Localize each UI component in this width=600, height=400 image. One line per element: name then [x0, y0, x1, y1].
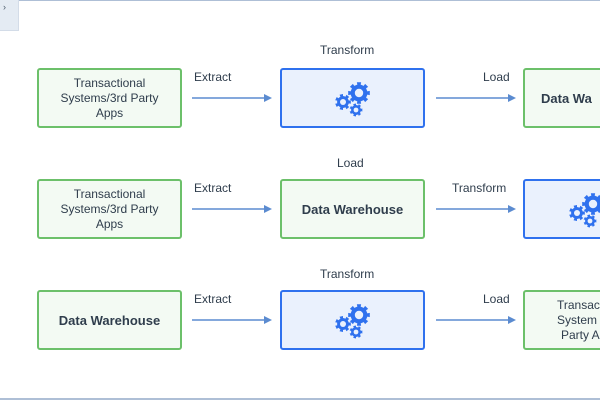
row2-extract-label: Extract: [194, 181, 232, 195]
row1-extract-arrow: [192, 93, 272, 103]
row3-target-label: Transac System Party A: [525, 298, 600, 343]
gears-icon: [569, 193, 600, 228]
row2-transform-arrow: [436, 204, 516, 214]
row2-source-box: Transactional Systems/3rd Party Apps: [37, 179, 182, 239]
corner-tab[interactable]: ›: [0, 0, 19, 31]
row3-transform-box: [280, 290, 425, 350]
row3-load-arrow: [436, 315, 516, 325]
row2-transform-label: Transform: [452, 181, 507, 195]
row3-transform-label: Transform: [320, 267, 375, 281]
row3-source-label: Data Warehouse: [58, 312, 161, 328]
row3-source-box: Data Warehouse: [37, 290, 182, 350]
row1-load-label: Load: [483, 70, 510, 84]
row3-target-line2: System: [557, 312, 598, 327]
row3-load-label: Load: [483, 292, 510, 306]
gears-icon: [334, 304, 370, 339]
row1-transform-label: Transform: [320, 43, 375, 57]
frame-bottom-border: [0, 398, 600, 400]
row2-source-label: Transactional Systems/3rd Party Apps: [60, 186, 159, 231]
row3-extract-arrow: [192, 315, 272, 325]
frame-top-border: [0, 0, 600, 1]
row1-load-arrow: [436, 93, 516, 103]
row3-target-box: Transac System Party A: [523, 290, 600, 350]
row3-extract-label: Extract: [194, 292, 232, 306]
row1-source-label: Transactional Systems/3rd Party Apps: [60, 75, 159, 120]
row2-warehouse-box: Data Warehouse: [280, 179, 425, 239]
gears-icon: [334, 82, 370, 117]
row2-warehouse-label: Data Warehouse: [301, 201, 404, 217]
chevron-icon: ›: [3, 2, 6, 12]
row1-extract-label: Extract: [194, 70, 232, 84]
row3-target-line1: Transac: [557, 297, 600, 312]
row2-load-label: Load: [337, 156, 364, 170]
row2-target-transform-box: [523, 179, 600, 239]
row1-transform-box: [280, 68, 425, 128]
row2-extract-arrow: [192, 204, 272, 214]
row3-target-line3: Party A: [561, 327, 600, 342]
row1-target-box: Data Wa: [523, 68, 600, 128]
row1-source-box: Transactional Systems/3rd Party Apps: [37, 68, 182, 128]
row1-target-label: Data Wa: [541, 90, 592, 106]
